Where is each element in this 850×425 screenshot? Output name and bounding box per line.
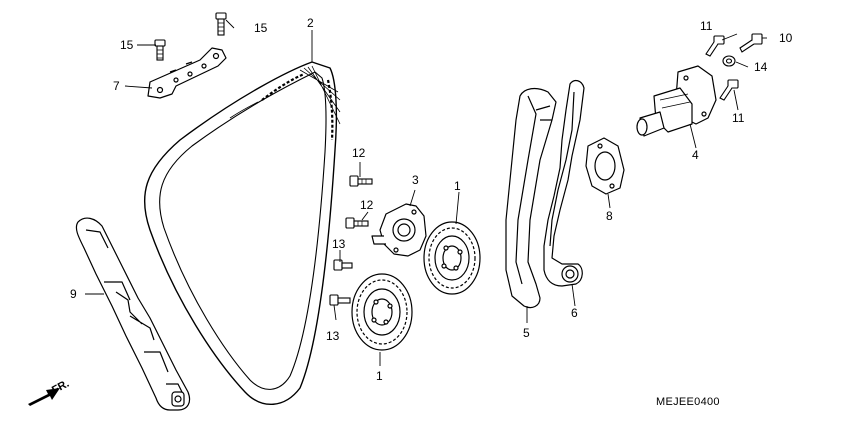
tensioner-gasket: [585, 137, 625, 195]
callout-13-upper: 13: [332, 237, 346, 251]
callout-14: 14: [754, 60, 768, 74]
diagram-code: MEJEE0400: [656, 396, 720, 408]
callout-3: 3: [412, 173, 419, 187]
callout-6: 6: [571, 306, 578, 320]
cam-chain-guide: [75, 217, 191, 411]
callout-5: 5: [523, 326, 530, 340]
callout-2: 2: [307, 16, 314, 30]
callout-7: 7: [113, 79, 120, 93]
callout-15-left: 15: [120, 38, 134, 52]
bolt-13-lower: [329, 294, 351, 306]
bolt-13-upper: [333, 259, 353, 271]
cam-pulser-plate: [371, 203, 427, 257]
front-direction-arrow-icon: [28, 388, 60, 406]
callout-15-right: 15: [254, 21, 268, 35]
bolt-11-lower: [719, 79, 739, 101]
callout-1-upper: 1: [454, 179, 461, 193]
chain-stopper-plate: [147, 47, 227, 99]
cam-chain: [143, 61, 341, 406]
callout-8: 8: [606, 209, 613, 223]
callout-4: 4: [692, 148, 699, 162]
washer-14: [722, 55, 736, 67]
bolt-12-upper: [349, 175, 373, 187]
cam-sprocket-lower: [351, 273, 413, 351]
callout-12-upper: 12: [352, 146, 366, 160]
callout-1-lower: 1: [376, 369, 383, 383]
callout-11-upper: 11: [700, 19, 713, 33]
leader-lines: [85, 19, 767, 366]
callout-11-lower: 11: [732, 111, 745, 125]
bolt-15-right: [215, 12, 227, 36]
callout-10: 10: [779, 31, 793, 45]
callout-12-lower: 12: [360, 198, 374, 212]
callout-13-lower: 13: [326, 329, 340, 343]
cam-sprocket-upper: [423, 221, 481, 295]
bolt-15-left: [154, 39, 166, 61]
chain-tensioner-6: [543, 79, 585, 287]
bolt-10: [739, 33, 763, 53]
tensioner-lifter: [636, 65, 717, 137]
bolt-12-lower: [345, 217, 369, 229]
callout-9: 9: [70, 287, 77, 301]
bolt-11-upper: [705, 35, 725, 57]
chain-guide-5: [505, 87, 557, 309]
